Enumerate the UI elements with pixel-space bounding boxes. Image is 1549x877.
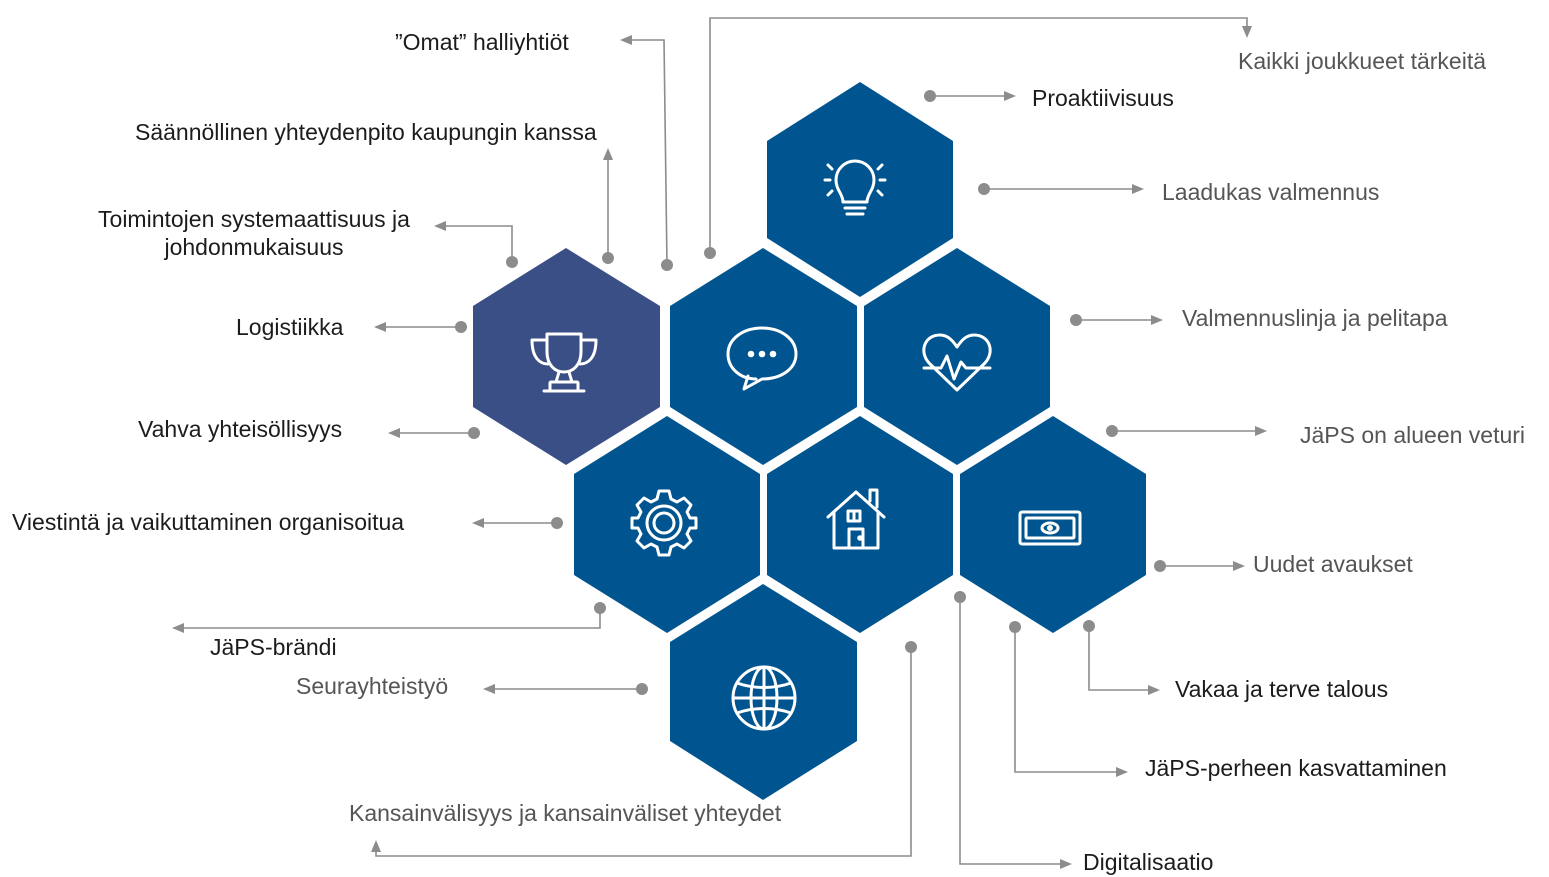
label-saannollinen: Säännöllinen yhteydenpito kaupungin kans… bbox=[135, 119, 597, 145]
connector-veturi bbox=[1106, 425, 1267, 437]
connector-proaktiivisuus bbox=[924, 90, 1016, 102]
connector-brandi bbox=[172, 602, 606, 633]
label-proaktiivisuus: Proaktiivisuus bbox=[1032, 85, 1174, 111]
connector-talous bbox=[1083, 620, 1160, 695]
connector-digitalisaatio bbox=[954, 591, 1072, 869]
connector-laadukas bbox=[978, 183, 1144, 195]
hexagon-home bbox=[767, 416, 953, 633]
connector-lines bbox=[172, 17, 1267, 869]
connector-vahva bbox=[388, 427, 480, 439]
label-toimintojen: Toimintojen systemaattisuus ja johdonmuk… bbox=[78, 205, 430, 261]
hexagon-idea bbox=[767, 82, 953, 297]
house-icon bbox=[826, 488, 886, 550]
label-toimintojen-line2: johdonmukaisuus bbox=[164, 234, 344, 260]
gear-icon bbox=[630, 489, 698, 557]
connector-logistiikka bbox=[374, 321, 467, 333]
label-kaikki: Kaikki joukkueet tärkeitä bbox=[1238, 48, 1487, 74]
label-logistiikka: Logistiikka bbox=[236, 314, 344, 340]
connector-valmennuslinja bbox=[1070, 314, 1163, 326]
globe-icon bbox=[731, 665, 797, 731]
label-laadukas: Laadukas valmennus bbox=[1162, 179, 1380, 205]
label-omat-halliyhtiot: ”Omat” halliyhtiöt bbox=[395, 29, 569, 55]
label-viestinta: Viestintä ja vaikuttaminen organisoitua bbox=[12, 509, 405, 535]
banknote-icon bbox=[1018, 510, 1082, 546]
heart-pulse-icon bbox=[922, 333, 992, 392]
connector-kansainvalisyys bbox=[371, 641, 917, 857]
connector-omat bbox=[620, 35, 673, 271]
connector-perhe bbox=[1009, 621, 1128, 777]
hexagon-gear bbox=[574, 416, 760, 633]
hexagon-health bbox=[864, 248, 1050, 465]
label-valmennuslinja: Valmennuslinja ja pelitapa bbox=[1182, 305, 1448, 331]
lightbulb-icon bbox=[823, 159, 887, 216]
label-japs-brandi: JäPS-brändi bbox=[210, 634, 337, 660]
hexagon-trophy bbox=[473, 248, 660, 465]
label-perhe: JäPS-perheen kasvattaminen bbox=[1145, 755, 1447, 781]
label-uudet: Uudet avaukset bbox=[1253, 551, 1413, 577]
trophy-icon bbox=[530, 332, 598, 393]
label-vahva: Vahva yhteisöllisyys bbox=[138, 416, 343, 442]
label-veturi: JäPS on alueen veturi bbox=[1300, 422, 1526, 448]
connector-kaikki bbox=[704, 17, 1252, 259]
connector-viestinta bbox=[472, 517, 563, 529]
label-seurayhteistyo: Seurayhteistyö bbox=[296, 673, 449, 699]
label-talous: Vakaa ja terve talous bbox=[1175, 676, 1389, 702]
connector-saannollinen bbox=[602, 148, 614, 264]
speech-bubble-icon bbox=[726, 326, 798, 391]
connector-uudet bbox=[1154, 560, 1245, 572]
connector-seura bbox=[483, 683, 648, 695]
label-toimintojen-line1: Toimintojen systemaattisuus ja bbox=[98, 206, 410, 232]
label-kansainvalisyys: Kansainvälisyys ja kansainväliset yhteyd… bbox=[349, 800, 782, 826]
label-digitalisaatio: Digitalisaatio bbox=[1083, 849, 1214, 875]
connector-toimintojen bbox=[434, 221, 518, 268]
